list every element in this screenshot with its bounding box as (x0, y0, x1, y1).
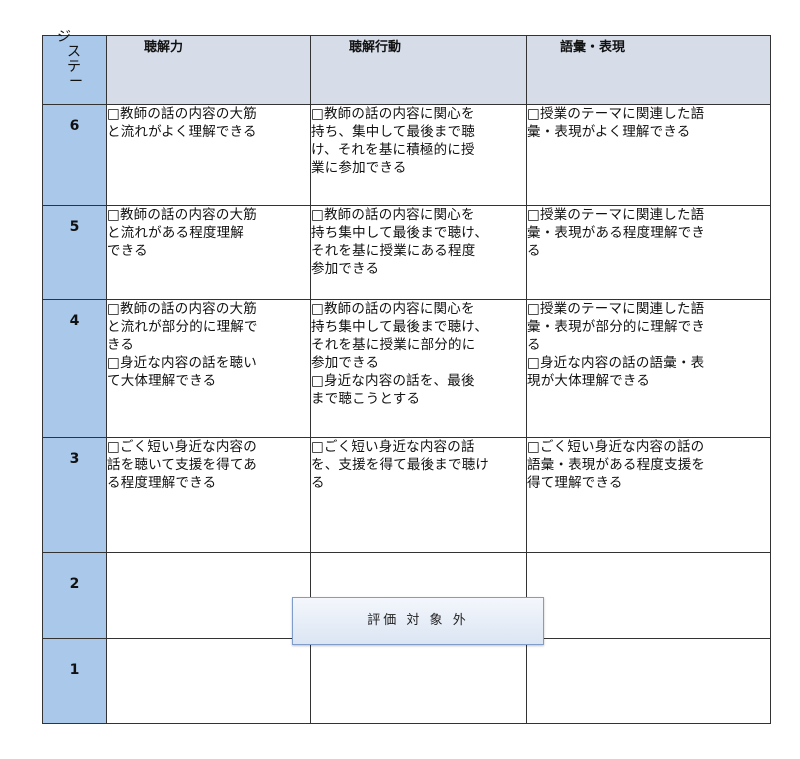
not-evaluated-label-box: 評価 対 象 外 (292, 597, 544, 645)
rubric-cell-empty (526, 638, 771, 724)
rubric-cell: □教師の話の内容に関心を 持ち、集中して最後まで聴 け、それを基に積極的に授 業… (310, 104, 527, 206)
stage-header-label: ジ ス テ ー (57, 29, 83, 90)
column-header-listening-behavior: 聴解行動 (310, 35, 527, 105)
rubric-cell: □ごく短い身近な内容の話の 語彙・表現がある程度支援を 得て理解できる (526, 437, 771, 553)
stage-cell: 2 (42, 552, 107, 639)
stage-cell: 6 (42, 104, 107, 206)
table-row: 1 (42, 638, 771, 724)
rubric-cell: □授業のテーマに関連した語 彙・表現が部分的に理解でき る □身近な内容の話の語… (526, 299, 771, 438)
column-header-listening-ability: 聴解力 (106, 35, 311, 105)
rubric-cell-empty (106, 552, 311, 639)
listening-rubric-table: ジ ス テ ー 聴解力 聴解行動 語彙・表現 6 □教師の話の内容の大筋 と流れ… (42, 30, 771, 724)
table-row: 4 □教師の話の内容の大筋 と流れが部分的に理解で きる □身近な内容の話を聴い… (42, 299, 771, 438)
rubric-cell-empty (526, 552, 771, 639)
table-row: 5 □教師の話の内容の大筋 と流れがある程度理解 できる □教師の話の内容に関心… (42, 205, 771, 300)
stage-cell: 3 (42, 437, 107, 553)
rubric-cell: □授業のテーマに関連した語 彙・表現がある程度理解でき る (526, 205, 771, 300)
rubric-cell: □教師の話の内容の大筋 と流れがよく理解できる (106, 104, 311, 206)
table-row: 3 □ごく短い身近な内容の 話を聴いて支援を得てあ る程度理解できる □ごく短い… (42, 437, 771, 553)
rubric-cell: □教師の話の内容の大筋 と流れがある程度理解 できる (106, 205, 311, 300)
rubric-cell: □教師の話の内容の大筋 と流れが部分的に理解で きる □身近な内容の話を聴い て… (106, 299, 311, 438)
rubric-cell-empty (310, 638, 527, 724)
stage-cell: 5 (42, 205, 107, 300)
stage-cell: 1 (42, 638, 107, 724)
rubric-cell: □教師の話の内容に関心を 持ち集中して最後まで聴け、 それを基に授業に部分的に … (310, 299, 527, 438)
stage-cell: 4 (42, 299, 107, 438)
rubric-cell: □ごく短い身近な内容の 話を聴いて支援を得てあ る程度理解できる (106, 437, 311, 553)
rubric-table-wrapper: ジ ス テ ー 聴解力 聴解行動 語彙・表現 6 □教師の話の内容の大筋 と流れ… (42, 30, 771, 724)
table-header-row: ジ ス テ ー 聴解力 聴解行動 語彙・表現 (42, 30, 771, 105)
rubric-cell: □ごく短い身近な内容の話 を、支援を得て最後まで聴け る (310, 437, 527, 553)
rubric-cell: □教師の話の内容に関心を 持ち集中して最後まで聴け、 それを基に授業にある程度 … (310, 205, 527, 300)
stage-column-header: ジ ス テ ー (42, 30, 107, 105)
rubric-cell-empty (106, 638, 311, 724)
table-row: 6 □教師の話の内容の大筋 と流れがよく理解できる □教師の話の内容に関心を 持… (42, 104, 771, 206)
rubric-cell: □授業のテーマに関連した語 彙・表現がよく理解できる (526, 104, 771, 206)
column-header-vocabulary-expression: 語彙・表現 (526, 35, 771, 105)
